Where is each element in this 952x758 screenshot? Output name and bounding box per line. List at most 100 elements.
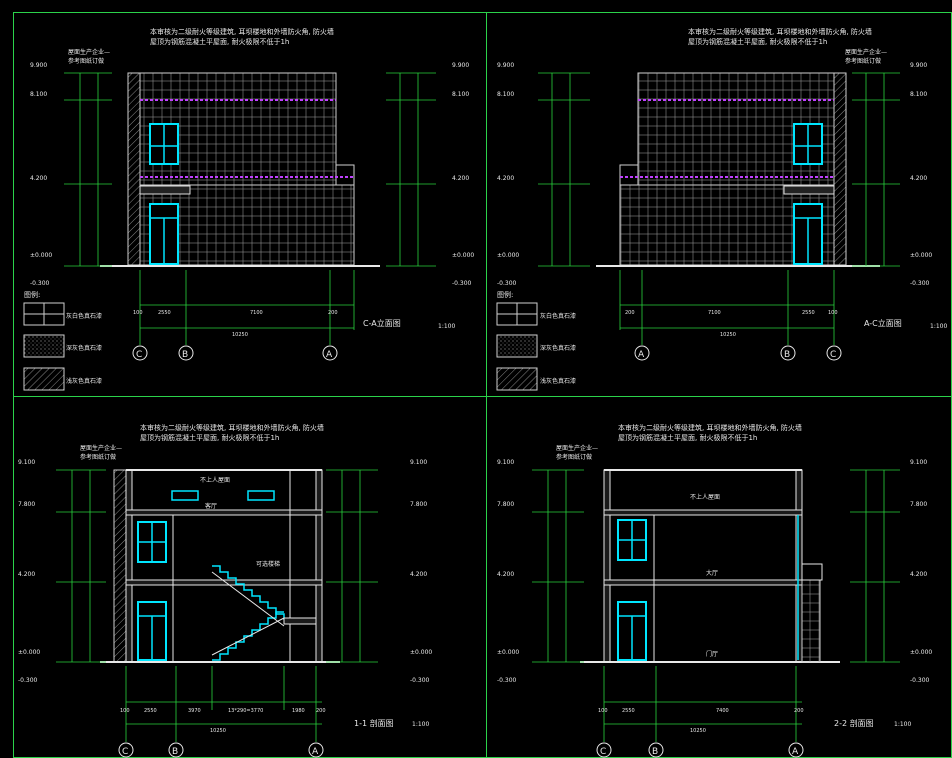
level-mid-right: 4.200 — [452, 175, 469, 182]
axis-bubble-a: A — [322, 345, 338, 361]
dim-chain-right — [852, 72, 900, 267]
level-top-right: 9.900 — [910, 62, 927, 69]
drawing-scale: 1:100 — [412, 721, 429, 728]
callout-line-2: 参考图纸订做 — [556, 453, 592, 461]
dim-seg1: 2550 — [144, 708, 157, 714]
level-roof: 7.800 — [18, 501, 35, 508]
level-ground: ±0.000 — [30, 252, 52, 259]
level-below: -0.300 — [497, 677, 517, 684]
level-roof: 8.100 — [30, 91, 47, 98]
dim-chain-left — [64, 72, 112, 267]
level-roof: 8.100 — [497, 91, 514, 98]
axis-bubble-c: C — [596, 742, 612, 758]
level-mid: 4.200 — [497, 175, 514, 182]
level-top-right: 9.100 — [410, 459, 427, 466]
dim-chain-right — [850, 469, 900, 663]
level-ground-right: ±0.000 — [452, 252, 474, 259]
dim-total: 10250 — [232, 332, 248, 338]
level-top-right: 9.100 — [910, 459, 927, 466]
wall-left — [603, 469, 611, 663]
roof-parapet — [619, 164, 639, 186]
note-line-1: 本审核为二级耐火等级建筑, 耳坝楼地和外墙防火角, 防火墙 — [688, 27, 872, 36]
level-below: -0.300 — [30, 280, 50, 287]
callout-line-1: 屋面生产企业— — [68, 48, 110, 56]
level-ground: ±0.000 — [18, 649, 40, 656]
floor-slab — [125, 579, 323, 586]
balcony-slab — [783, 185, 835, 195]
svg-text:C: C — [136, 350, 142, 360]
dim-seg3: 200 — [794, 708, 804, 714]
axis-bubble-a: A — [634, 345, 650, 361]
level-mid: 4.200 — [497, 571, 514, 578]
dim-chain-left — [538, 72, 590, 267]
section-1-1: 本审核为二级耐火等级建筑, 耳坝楼地和外墙防火角, 防火墙 屋顶为钢筋混凝土平屋… — [18, 423, 432, 758]
level-top: 9.100 — [497, 459, 514, 466]
stair-upper-flight — [212, 565, 285, 620]
svg-text:B: B — [172, 747, 178, 757]
level-below-right: -0.300 — [910, 280, 930, 287]
dim-chain-right — [386, 72, 436, 267]
level-below-right: -0.300 — [410, 677, 430, 684]
level-top-right: 9.900 — [452, 62, 469, 69]
drawing-title: C-A立面图 — [363, 318, 401, 328]
axis-bubble-b: B — [168, 742, 184, 758]
dim-seg1: 2550 — [622, 708, 635, 714]
dim-seg2: 3970 — [188, 708, 201, 714]
elevation-c-a: 本审核为二级耐火等级建筑, 耳坝楼地和外墙防火角, 防火墙 屋顶为钢筋混凝土平屋… — [23, 27, 474, 391]
axis-bubble-b: B — [178, 345, 194, 361]
note-line-2: 屋顶为钢筋混凝土平屋面, 耐火极限不低于1h — [140, 433, 279, 442]
dim-seg2: 2550 — [802, 310, 815, 316]
level-mid-right: 4.200 — [410, 571, 427, 578]
level-ground-right: ±0.000 — [910, 649, 932, 656]
legend-label-1: 灰白色真石漆 — [66, 312, 102, 320]
note-line-1: 本审核为二级耐火等级建筑, 耳坝楼地和外墙防火角, 防火墙 — [618, 423, 802, 432]
dim-total: 10250 — [720, 332, 736, 338]
section-2-2: 本审核为二级耐火等级建筑, 耳坝楼地和外墙防火角, 防火墙 屋顶为钢筋混凝土平屋… — [497, 423, 932, 758]
dim-total: 10250 — [690, 728, 706, 734]
axis-bubble-a: A — [788, 742, 804, 758]
note-line-1: 本审核为二级耐火等级建筑, 耳坝楼地和外墙防火角, 防火墙 — [150, 27, 334, 36]
legend-title: 图例: — [24, 290, 40, 299]
note-line-2: 屋顶为钢筋混凝土平屋面, 耐火极限不低于1h — [688, 37, 827, 46]
legend-swatch-hatch — [496, 367, 538, 391]
axis-bubble-b: B — [780, 345, 796, 361]
legend: 图例: 灰白色真石漆 深灰色真石漆 浅灰色真石漆 — [23, 290, 102, 391]
note-line-2: 屋顶为钢筋混凝土平屋面, 耐火极限不低于1h — [150, 37, 289, 46]
wall-right — [795, 469, 803, 663]
svg-text:B: B — [182, 350, 188, 360]
stair-landing — [283, 617, 317, 625]
callout-line-2: 参考图纸订做 — [80, 453, 116, 461]
svg-text:B: B — [784, 350, 790, 360]
vent-window-2 — [247, 490, 275, 501]
level-mid: 4.200 — [30, 175, 47, 182]
svg-text:A: A — [312, 747, 319, 757]
legend-label-3: 浅灰色真石漆 — [540, 377, 576, 385]
wall-left — [125, 469, 133, 663]
callout-line-2: 参考图纸订做 — [845, 57, 881, 65]
level-roof: 7.800 — [497, 501, 514, 508]
dim-chain-bottom — [125, 666, 322, 742]
label-room: 客厅 — [205, 502, 217, 510]
wall-left-hatch — [113, 469, 127, 663]
callout-line-1: 屋面生产企业— — [556, 444, 598, 452]
axis-bubble-a: A — [308, 742, 324, 758]
level-top: 9.900 — [497, 62, 514, 69]
level-below: -0.300 — [497, 280, 517, 287]
axis-bubble-c: C — [132, 345, 148, 361]
dim-chain-bottom — [139, 270, 355, 345]
roof-beam — [125, 509, 323, 516]
level-mid-right: 4.200 — [910, 571, 927, 578]
level-roof-right: 7.800 — [410, 501, 427, 508]
level-roof-right: 8.100 — [910, 91, 927, 98]
dim-chain-bottom — [603, 666, 802, 742]
roof-parapet — [335, 164, 355, 186]
level-mid-right: 4.200 — [910, 175, 927, 182]
level-ground-right: ±0.000 — [910, 252, 932, 259]
vent-window-1 — [171, 490, 199, 501]
legend-title: 图例: — [497, 290, 513, 299]
svg-text:A: A — [792, 747, 799, 757]
callout-line-1: 屋面生产企业— — [845, 48, 887, 56]
legend-label-1: 灰白色真石漆 — [540, 312, 576, 320]
dim-seg3: 200 — [328, 310, 338, 316]
